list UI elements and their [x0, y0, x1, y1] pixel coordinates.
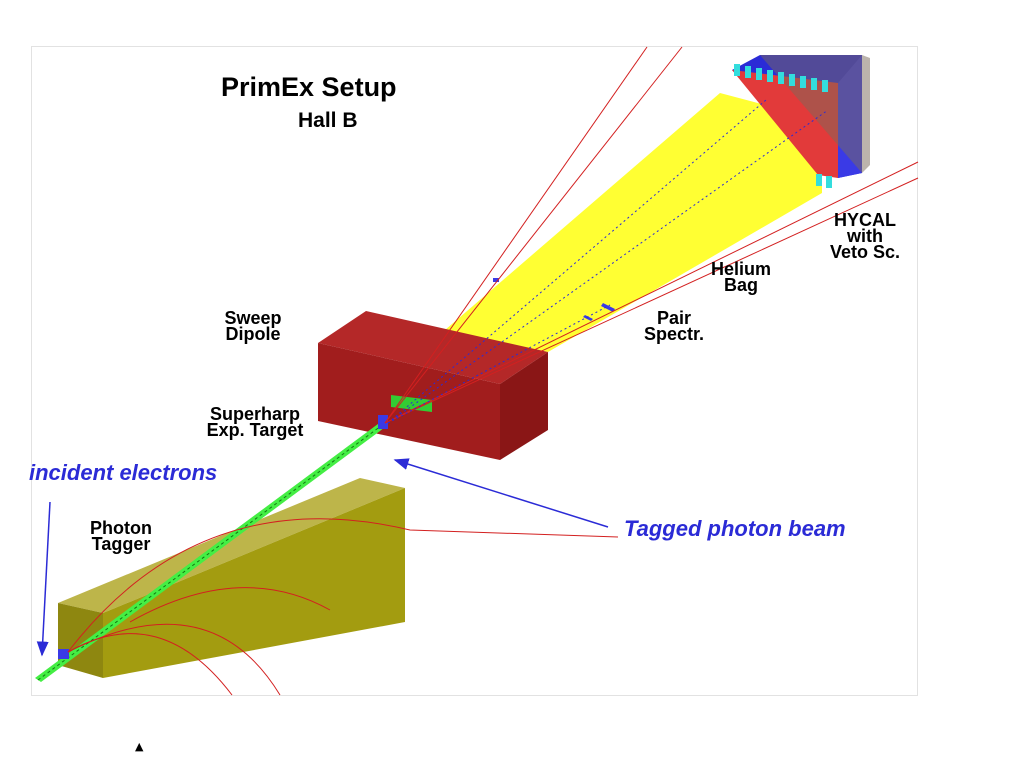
diagram-title: PrimEx Setup: [221, 72, 397, 102]
hycal-label: HYCAL with Veto Sc.: [829, 210, 901, 262]
diagram-subtitle: Hall B: [298, 109, 358, 132]
target-block: [378, 415, 388, 429]
incident-electrons-arrow: [36, 501, 51, 657]
superharp-target-label: Superharp Exp. Target: [206, 404, 304, 440]
hycal-calorimeter: [732, 55, 870, 188]
beamline: [35, 415, 388, 682]
helium-bag-label: Helium Bag: [710, 259, 771, 295]
photon-tagger-magnet: [58, 478, 405, 678]
tagged-photon-beam-arrow: [393, 458, 609, 528]
triangle-marker-icon: ▲: [135, 740, 144, 753]
sweep-dipole-label: Sweep Dipole: [224, 308, 282, 344]
incident-electrons-annotation: incident electrons: [29, 460, 218, 485]
helium-bag: [445, 93, 822, 352]
tagged-photon-beam-annotation: Tagged photon beam: [624, 516, 846, 541]
photon-beam-paths: [387, 99, 829, 424]
particle-trajectories: [67, 46, 919, 696]
photon-tagger-label: Photon Tagger: [90, 518, 152, 554]
tagger-beam-entry-block: [58, 649, 69, 659]
veto-scintillators: [734, 64, 832, 188]
pair-spectrometer-label: Pair Spectr.: [643, 308, 705, 344]
